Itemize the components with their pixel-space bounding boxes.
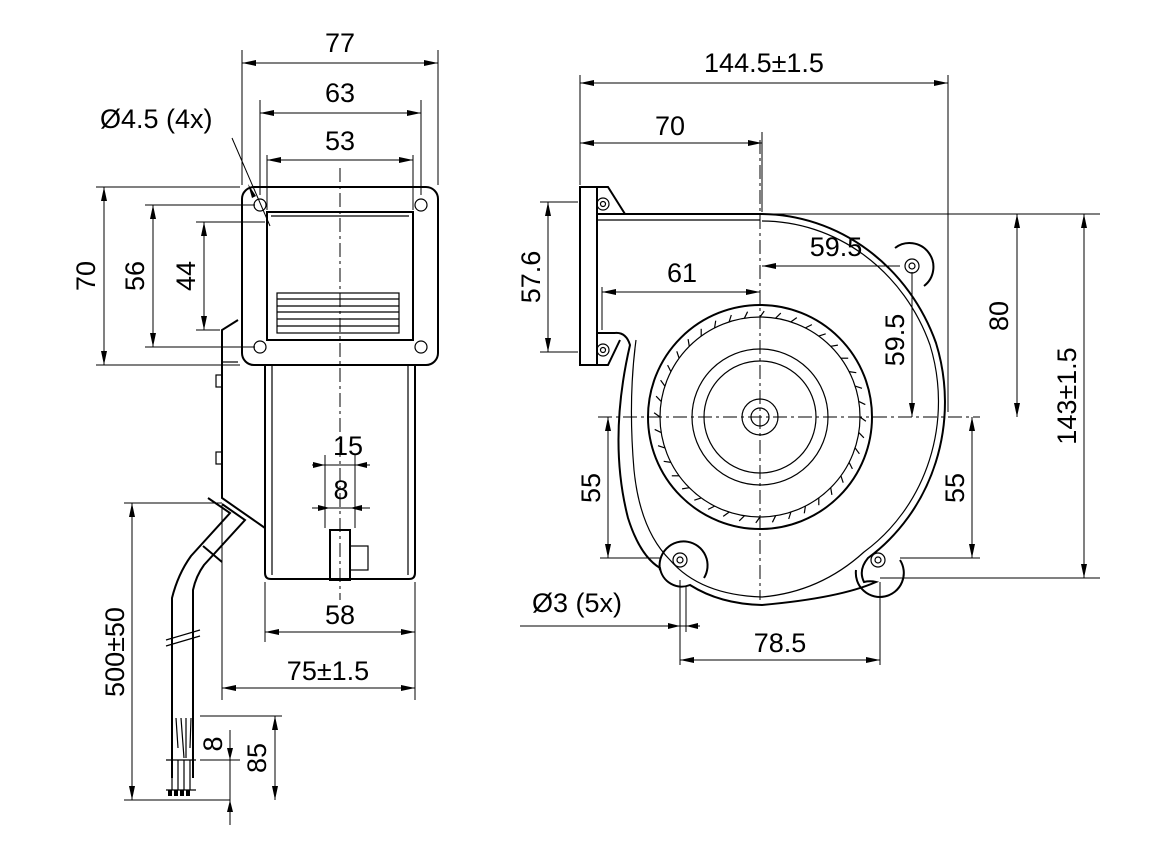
front-outlet-flange	[579, 186, 598, 366]
impeller-blade	[788, 511, 792, 520]
scroll-housing-inner	[630, 220, 940, 598]
impeller-blade	[667, 364, 672, 372]
dim-hole-spacing: 63	[325, 78, 355, 108]
mount-hole-bl	[253, 340, 267, 354]
impeller-blade	[655, 395, 662, 402]
dim-outlet-height: 44	[171, 261, 201, 291]
scroll-housing-outline	[614, 213, 946, 607]
mount-lug-bottom-right	[854, 552, 905, 598]
dim-left-lower: 55	[576, 473, 606, 503]
impeller-blade	[854, 385, 863, 389]
dim-hole-spacing-vertical: 56	[120, 261, 150, 291]
impeller-blades	[276, 292, 400, 334]
front-view: 144.5±1.5 70 57.6 59.5 61 59.5 80 143±1.…	[516, 48, 1100, 665]
dim-side-hole-note: Ø4.5 (4x)	[100, 104, 213, 134]
impeller-blade	[859, 416, 867, 422]
impeller-blade	[657, 445, 666, 449]
dim-outlet-offset: 70	[655, 111, 685, 141]
front-hole-flange-top	[596, 197, 610, 211]
mount-lug-bottom-left	[658, 540, 709, 579]
impeller-blade	[676, 351, 680, 359]
impeller-blade	[743, 311, 749, 319]
impeller-blade	[830, 344, 838, 347]
impeller-blade	[728, 314, 732, 323]
dim-cable-length: 500±50	[100, 607, 130, 697]
impeller-blade	[858, 400, 866, 406]
dim-front-hole-note: Ø3 (5x)	[532, 588, 622, 618]
dim-connector-offset: 8	[333, 475, 348, 505]
housing-tab-bottom	[215, 451, 223, 465]
flange-bottom-bevel	[597, 339, 621, 366]
impeller-blade	[654, 428, 662, 434]
dim-depth: 75±1.5	[287, 656, 369, 686]
impeller-blade	[714, 320, 717, 328]
dim-body-width: 58	[325, 600, 355, 630]
dim-right-lower: 55	[940, 473, 970, 503]
connector-latch	[349, 545, 369, 571]
mount-hole-tl	[253, 198, 267, 212]
side-view: 77 63 53 Ø4.5 (4x) 70 56 44 15 8 58 75±1…	[71, 28, 439, 825]
impeller-blade	[663, 460, 671, 463]
cable	[165, 497, 247, 796]
impeller-blade	[738, 515, 745, 522]
impeller-blade	[722, 511, 730, 517]
flange-top-bevel	[597, 186, 626, 215]
impeller-blade	[840, 475, 844, 483]
impeller-blade	[707, 505, 715, 510]
impeller-blade	[653, 412, 661, 418]
front-dimension-lines	[545, 80, 1087, 663]
impeller-blade	[771, 515, 777, 523]
impeller-blade	[755, 516, 761, 524]
impeller-blade	[759, 310, 765, 318]
housing-tab-top	[215, 374, 223, 388]
dim-wire-lead: 85	[242, 743, 272, 773]
dim-radius-a: 59.5	[810, 232, 863, 262]
impeller-blade	[849, 371, 857, 374]
impeller-blade	[775, 312, 782, 319]
impeller-blade	[818, 333, 826, 337]
dim-bottom-hole-spacing: 78.5	[754, 628, 807, 658]
dim-top-to-center: 80	[984, 301, 1014, 331]
impeller-blade	[687, 339, 690, 347]
dim-connector-width: 15	[333, 431, 363, 461]
impeller-blade	[848, 462, 853, 470]
dim-outlet-to-center: 61	[667, 258, 697, 288]
front-hole-flange-bottom	[596, 343, 610, 357]
dim-wire-strip: 8	[198, 736, 228, 751]
impeller-blade	[803, 506, 806, 514]
dim-radius-b: 59.5	[880, 314, 910, 367]
impeller-blade	[790, 317, 798, 323]
impeller-blade-set	[653, 310, 867, 524]
impeller-blade	[854, 447, 860, 455]
impeller-blade	[805, 324, 813, 329]
mount-hole-br	[414, 340, 428, 354]
impeller-blade	[660, 379, 666, 387]
impeller-blade	[682, 487, 690, 490]
motor-housing-outline	[221, 319, 266, 529]
dim-flange-width: 77	[325, 28, 355, 58]
front-extension-lines	[520, 75, 1100, 665]
impeller-blade	[858, 432, 865, 439]
dim-outlet-width: 53	[325, 126, 355, 156]
impeller-blade	[694, 497, 702, 501]
dim-outlet-height-front: 57.6	[516, 251, 546, 304]
dim-overall-width: 144.5±1.5	[704, 48, 824, 78]
mount-hole-tr	[414, 198, 428, 212]
dim-overall-height: 143±1.5	[1052, 347, 1082, 444]
side-dimension-lines	[101, 60, 438, 825]
impeller-blade	[830, 487, 833, 495]
dim-flange-height: 70	[71, 261, 101, 291]
